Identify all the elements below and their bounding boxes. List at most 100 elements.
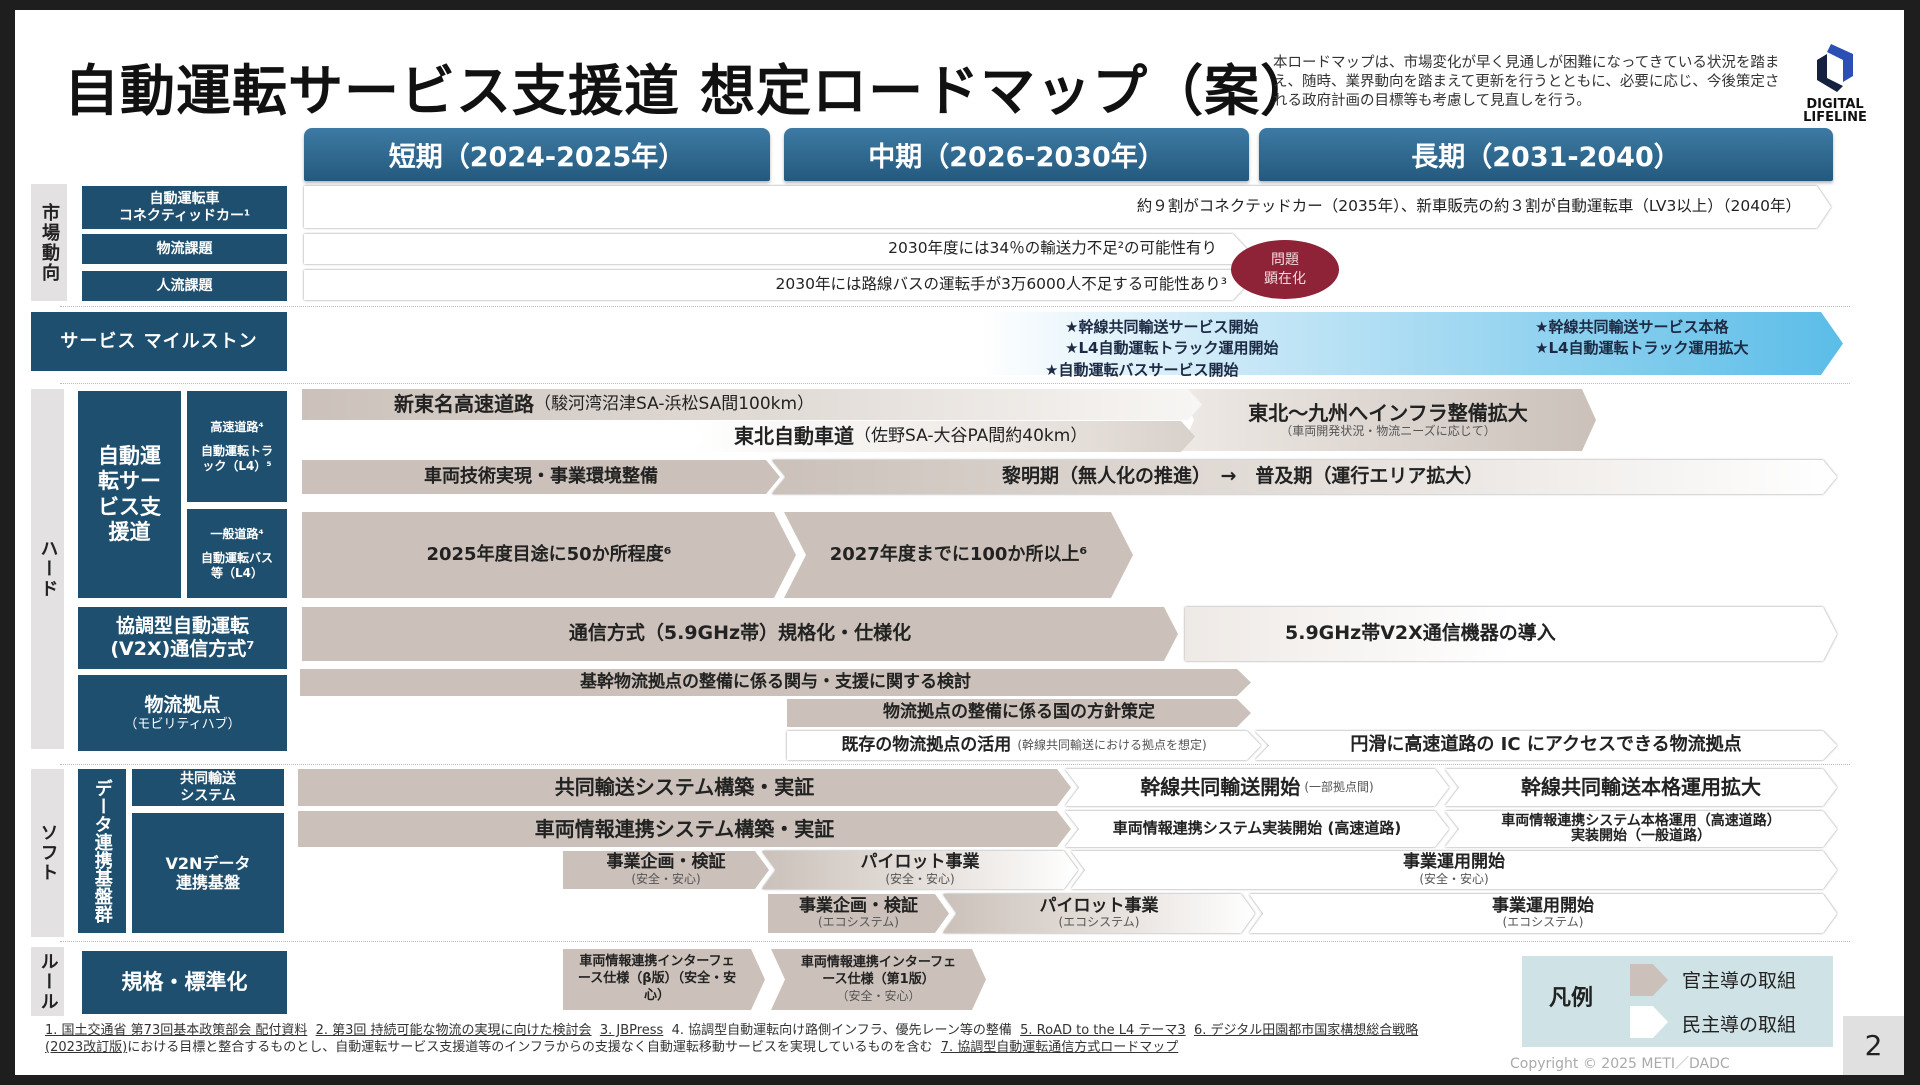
bar-text: 2030年度には34％の輸送力不足²の可能性有り (304, 234, 1247, 264)
legend: 凡例 官主導の取組 民主導の取組 (1522, 956, 1833, 1047)
bar-plan-eco: 事業企画・検証(エコシステム) (768, 894, 949, 933)
bar-body: 東北〜九州へインフラ整備拡大（車両開発状況・物流ニーズに応じて） (1180, 389, 1596, 451)
footnote-link[interactable]: 7. 協調型自動運転通信方式ロードマップ (940, 1040, 1179, 1055)
highway-sub: 自動運転トラック（L4）⁵ (200, 444, 273, 473)
bar-vehicle-info-build: 車両情報連携システム構築・実証 (298, 811, 1071, 847)
bar-body: パイロット事業(エコシステム) (943, 894, 1255, 933)
logo-text: DIGITAL (1806, 97, 1864, 112)
milestone-item: ★自動運転バスサービス開始 (1045, 361, 1239, 379)
milestone-item: ★幹線共同輸送サービス開始 (1065, 318, 1259, 336)
bar-bus-2025: 2025年度目途に50か所程度⁶ (302, 512, 796, 598)
shintomei-text: 新東名高速道路 (394, 392, 534, 416)
joint-start-sub: (一部拠点間) (1304, 779, 1374, 794)
label-logistics-issue: 物流課題 (82, 234, 287, 264)
bar-shintomei: 新東名高速道路（駿河湾沼津SA-浜松SA間100km） (302, 389, 1202, 420)
footnote: 4. 協調型自動運転向け路側インフラ、優先レーン等の整備 (671, 1023, 1012, 1038)
label-mobility-issue: 人流課題 (82, 271, 287, 301)
legend-title: 凡例 (1549, 986, 1594, 1011)
expand-text: 東北〜九州へインフラ整備拡大 (1248, 400, 1528, 425)
bar-comm-standard: 通信方式（5.9GHz帯）規格化・仕様化 (302, 607, 1178, 661)
problem-badge: 問題 顕在化 (1231, 240, 1339, 299)
operation-text: 事業運用開始 (1403, 852, 1505, 873)
footnote-link[interactable]: 3. JBPress (599, 1023, 664, 1038)
legend-gov-swatch (1630, 964, 1668, 996)
bar-text: 2027年度までに100か所以上⁶ (784, 512, 1133, 598)
divider (60, 764, 1850, 765)
logo-hexagon-icon (1817, 44, 1853, 92)
bar-body: 既存の物流拠点の活用(幹線共同輸送における拠点を想定) (787, 731, 1261, 760)
expand-sub: （車両開発状況・物流ニーズに応じて） (1280, 423, 1496, 438)
footnote-link[interactable]: 5. RoAD to the L4 テーマ3 (1020, 1023, 1186, 1038)
bar-pilot-eco: パイロット事業(エコシステム) (943, 894, 1255, 933)
market-bar-logistics: 2030年度には34％の輸送力不足²の可能性有り (304, 234, 1247, 264)
legend-gov-label: 官主導の取組 (1682, 970, 1797, 992)
bar-hub-existing: 既存の物流拠点の活用(幹線共同輸送における拠点を想定) (787, 731, 1261, 760)
label-milestone: サービス マイルストン (31, 312, 287, 371)
pilot-text: パイロット事業 (860, 852, 980, 873)
label-standardization: 規格・標準化 (82, 951, 287, 1014)
bar-body: 東北自動車道（佐野SA-大谷PA間約40km） (690, 421, 1195, 452)
highway-label: 高速道路⁴ (210, 419, 264, 434)
bar-plan-safety: 事業企画・検証(安全・安心) (563, 851, 769, 889)
bar-pilot-safety: パイロット事業(安全・安心) (762, 851, 1078, 889)
hub3-text: 既存の物流拠点の活用 (841, 734, 1012, 755)
bar-hub-policy: 物流拠点の整備に係る国の方針策定 (787, 699, 1251, 727)
general-sub: 自動運転バス等（L4） (201, 551, 274, 580)
bar-operation-safety: 事業運用開始(安全・安心) (1071, 851, 1837, 889)
bar-vehicle-info-full: 車両情報連携システム本格運用（高速道路） 実装開始（一般道路） (1445, 811, 1837, 847)
label-connected-car: 自動運転車 コネクティッドカー¹ (82, 186, 287, 229)
pilot-sub: (エコシステム) (1058, 915, 1140, 930)
hub-label: 物流拠点 (144, 693, 221, 716)
shintomei-sub: （駿河湾沼津SA-浜松SA間100km） (534, 393, 815, 414)
bar-body: 事業運用開始(安全・安心) (1071, 851, 1837, 889)
label-v2n: V2Nデータ 連携基盤 (132, 813, 284, 933)
divider (60, 306, 1850, 307)
bar-text: 車両情報連携インターフェース仕様（β版）（安全・安心） (563, 949, 765, 1010)
plan-sub: (エコシステム) (817, 915, 899, 930)
bar-body: 幹線共同輸送開始(一部拠点間) (1065, 769, 1449, 806)
bar-body: パイロット事業(安全・安心) (762, 851, 1078, 889)
footnote-link[interactable]: 6. デジタル田園都市国家構想総合戦略 (1193, 1023, 1419, 1038)
label-logistics-hub: 物流拠点（モビリティハブ） (78, 675, 287, 751)
bar-interface-v1: 車両情報連携インターフェース仕様（第1版）（安全・安心） (771, 949, 986, 1010)
period-short: 短期（2024-2025年） (304, 128, 770, 181)
legend-private-label: 民主導の取組 (1682, 1014, 1797, 1036)
bar-text: 幹線共同輸送本格運用拡大 (1445, 769, 1837, 806)
bar-text: 共同輸送システム構築・実証 (298, 769, 1071, 806)
plan-text: 事業企画・検証 (606, 852, 726, 873)
footnote-link[interactable]: 1. 国土交通省 第73回基本政策部会 配付資料 (45, 1023, 308, 1038)
category-market: 市場動向 (31, 184, 67, 301)
bar-text: 物流拠点の整備に係る国の方針策定 (787, 699, 1251, 727)
bar-bus-2027: 2027年度までに100か所以上⁶ (784, 512, 1133, 598)
bar-hub-ic-access: 円滑に高速道路の IC にアクセスできる物流拠点 (1255, 731, 1837, 760)
period-long: 長期（2031-2040） (1259, 128, 1833, 181)
bar-body: 新東名高速道路（駿河湾沼津SA-浜松SA間100km） (302, 389, 1202, 420)
label-support-road: 自動運転サービス支援道 (78, 391, 181, 598)
interface-v1-text: 車両情報連携インターフェース仕様（第1版） (800, 954, 957, 987)
bar-interface-beta: 車両情報連携インターフェース仕様（β版）（安全・安心） (563, 949, 765, 1010)
bar-body: 事業運用開始(エコシステム) (1249, 894, 1837, 933)
label-joint-transport: 共同輸送 システム (132, 769, 284, 806)
hub-sub: （モビリティハブ） (124, 716, 241, 732)
bar-joint-build: 共同輸送システム構築・実証 (298, 769, 1071, 806)
plan-text: 事業企画・検証 (799, 895, 918, 916)
bar-hub-study: 基幹物流拠点の整備に係る関与・支援に関する検討 (300, 669, 1251, 696)
bar-infra-expand: 東北〜九州へインフラ整備拡大（車両開発状況・物流ニーズに応じて） (1180, 389, 1596, 451)
footnote: における目標と整合するものとし、自動運転サービス支援道等のインフラからの支援なく… (127, 1040, 933, 1055)
label-data-platform: データ連携基盤群 (78, 769, 126, 933)
interface-v1-sub: （安全・安心） (836, 988, 921, 1003)
footnote-link[interactable]: 2. 第3回 持続可能な物流の実現に向けた検討会 (315, 1023, 592, 1038)
logo-text-2: LIFELINE (1803, 110, 1867, 125)
footnote-link[interactable]: (2023改訂版) (45, 1040, 128, 1055)
category-hard: ハード (31, 389, 64, 749)
digital-lifeline-logo: DIGITAL LIFELINE (1800, 42, 1870, 127)
joint-start-text: 幹線共同輸送開始 (1140, 775, 1301, 799)
pilot-text: パイロット事業 (1039, 895, 1159, 916)
bar-text: 5.9GHz帯V2X通信機器の導入 (1185, 607, 1837, 661)
label-v2x: 協調型自動運転 (V2X)通信方式⁷ (78, 607, 287, 669)
bar-text: 車両技術実現・事業環境整備 (302, 460, 780, 494)
page-number: 2 (1843, 1016, 1904, 1075)
bar-body: 事業企画・検証(エコシステム) (768, 894, 949, 933)
category-soft: ソフト (31, 769, 64, 937)
bar-body: 車両情報連携インターフェース仕様（第1版）（安全・安心） (771, 949, 986, 1010)
